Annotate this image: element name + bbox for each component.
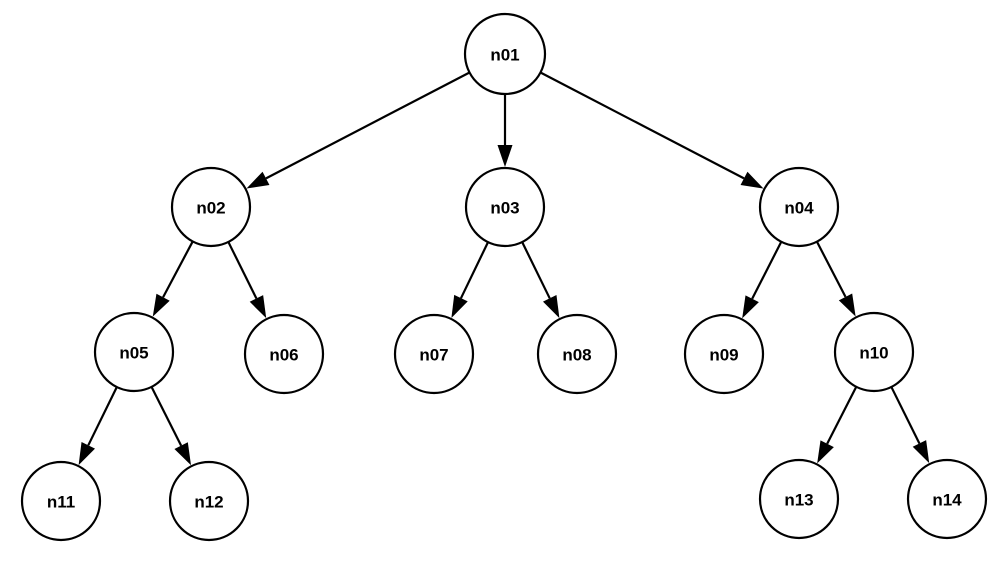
edge-n10-n14: [890, 386, 930, 464]
arrowhead-icon: [542, 295, 560, 319]
edge-n01-n04: [539, 71, 764, 189]
node-circle[interactable]: [758, 458, 840, 540]
node-n12[interactable]: n12: [168, 460, 250, 542]
node-n09[interactable]: n09: [683, 313, 765, 395]
edge-line: [459, 241, 490, 299]
nodes-layer: n01 n02 n03 n04 n05 n06 n07 n08 n09 n10 n11 n12 n13 n…: [20, 12, 988, 542]
node-circle[interactable]: [683, 313, 765, 395]
edge-n10-n13: [817, 386, 858, 464]
node-circle[interactable]: [758, 166, 840, 248]
node-circle[interactable]: [536, 313, 618, 395]
arrowhead-icon: [817, 440, 834, 464]
edge-n05-n11: [78, 386, 118, 466]
arrowhead-icon: [740, 171, 764, 189]
edge-line: [815, 241, 847, 298]
node-circle[interactable]: [833, 311, 915, 393]
node-n04[interactable]: n04: [758, 166, 840, 248]
arrowhead-icon: [246, 171, 270, 189]
node-n01[interactable]: n01: [463, 12, 547, 96]
edge-line: [539, 71, 745, 180]
arrowhead-icon: [912, 440, 930, 464]
arrowhead-icon: [249, 295, 267, 319]
node-circle[interactable]: [93, 311, 175, 393]
node-n13[interactable]: n13: [758, 458, 840, 540]
edge-n05-n12: [150, 386, 192, 466]
edge-line: [87, 386, 118, 446]
node-n03[interactable]: n03: [464, 166, 546, 248]
edge-n02-n06: [227, 241, 267, 319]
arrowhead-icon: [152, 293, 170, 317]
edge-n02-n05: [152, 240, 194, 317]
node-circle[interactable]: [20, 460, 102, 542]
edge-line: [150, 386, 183, 447]
node-circle[interactable]: [464, 166, 546, 248]
node-n14[interactable]: n14: [906, 458, 988, 540]
arrowhead-icon: [497, 145, 513, 167]
node-n05[interactable]: n05: [93, 311, 175, 393]
node-n11[interactable]: n11: [20, 460, 102, 542]
node-n08[interactable]: n08: [536, 313, 618, 395]
edge-line: [751, 241, 783, 300]
node-circle[interactable]: [906, 458, 988, 540]
node-n02[interactable]: n02: [170, 166, 252, 248]
edge-line: [826, 386, 858, 445]
edge-n01-n02: [246, 71, 471, 189]
edge-line: [265, 71, 471, 180]
edge-n03-n07: [451, 241, 490, 318]
edge-n04-n09: [742, 241, 783, 319]
arrowhead-icon: [742, 295, 759, 319]
arrowhead-icon: [174, 442, 192, 466]
node-circle[interactable]: [168, 460, 250, 542]
node-circle[interactable]: [463, 12, 547, 96]
edge-n01-n03: [497, 94, 513, 167]
node-circle[interactable]: [170, 166, 252, 248]
node-n07[interactable]: n07: [393, 313, 475, 395]
edges-layer: [78, 71, 930, 466]
node-circle[interactable]: [243, 313, 325, 395]
arrowhead-icon: [451, 294, 468, 318]
node-n10[interactable]: n10: [833, 311, 915, 393]
edge-line: [227, 241, 258, 299]
edge-line: [162, 240, 194, 298]
node-circle[interactable]: [393, 313, 475, 395]
edge-n03-n08: [521, 241, 560, 319]
edge-line: [521, 241, 551, 299]
edge-n04-n10: [815, 241, 856, 317]
arrowhead-icon: [838, 293, 856, 317]
edge-line: [890, 386, 921, 444]
arrowhead-icon: [78, 442, 96, 466]
node-n06[interactable]: n06: [243, 313, 325, 395]
